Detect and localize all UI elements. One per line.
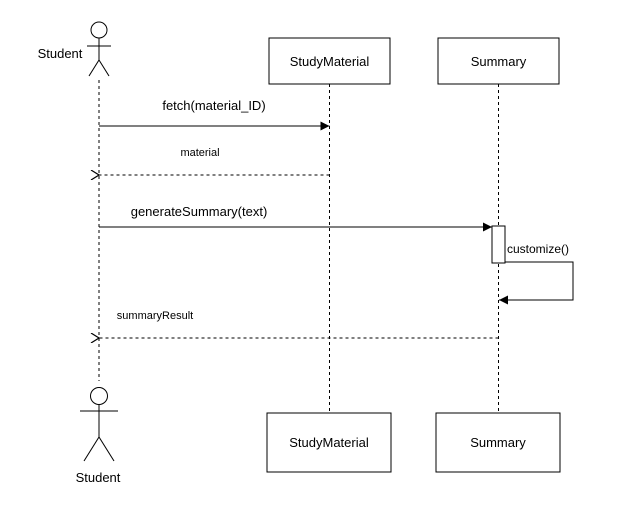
message-label: customize(): [507, 242, 569, 256]
actor-label: Student: [38, 46, 83, 61]
participant-study-material-bottom: StudyMaterial: [266, 412, 392, 473]
message-label: generateSummary(text): [131, 204, 268, 219]
message-generate-summary: generateSummary(text): [99, 204, 492, 232]
participant-label: StudyMaterial: [290, 54, 370, 69]
self-message-customize: customize(): [499, 242, 574, 305]
stick-figure-icon: [87, 21, 111, 77]
participant-summary-top: Summary: [437, 37, 560, 85]
return-material: material: [99, 147, 330, 175]
participant-summary-bottom: Summary: [435, 412, 561, 473]
actor-label: Student: [76, 470, 121, 485]
message-label: material: [180, 147, 219, 159]
message-label: fetch(material_ID): [162, 98, 265, 113]
message-fetch: fetch(material_ID): [99, 98, 330, 131]
participant-study-material-top: StudyMaterial: [268, 37, 391, 85]
message-label: summaryResult: [117, 310, 193, 322]
student-actor-bottom: Student: [76, 387, 121, 485]
stick-figure-icon: [80, 387, 118, 462]
participant-label: Summary: [470, 435, 526, 450]
student-actor-top: Student: [38, 21, 111, 77]
participant-label: Summary: [471, 54, 527, 69]
participant-label: StudyMaterial: [289, 435, 369, 450]
summary-activation-bar: [491, 225, 506, 264]
return-summary-result: summaryResult: [99, 310, 499, 338]
